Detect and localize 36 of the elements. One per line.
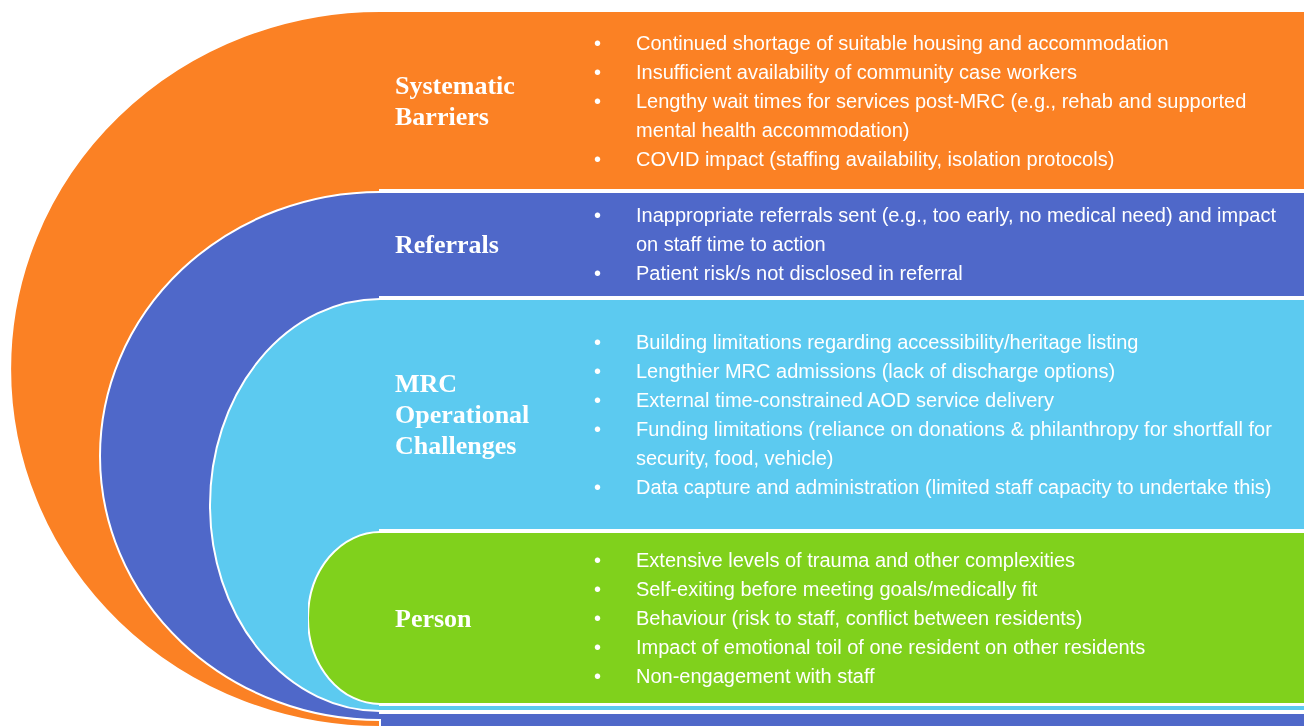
bullet-mark: • — [594, 664, 601, 687]
bullet-item: Impact of emotional toil of one resident on other residents — [636, 634, 1146, 660]
bullet-item: Lengthy wait times for services post-MRC (e.g., rehab and supported mental health accommodation) — [636, 88, 1248, 143]
bullet-mark: • — [594, 60, 601, 83]
bullet-item: COVID impact (staffing availability, isolation protocols) — [636, 146, 1115, 172]
bullet-mark: • — [594, 31, 601, 54]
bullet-item: Self-exiting before meeting goals/medically fit — [636, 576, 1038, 602]
bullet-item: Lengthier MRC admissions (lack of discharge options) — [636, 358, 1116, 384]
bullet-item: Data capture and administration (limited staff capacity to undertake this) — [636, 474, 1272, 500]
bullet-mark: • — [594, 606, 601, 629]
bullet-mark: • — [594, 262, 601, 284]
bullet-mark: • — [594, 359, 601, 382]
bullet-mark: • — [594, 577, 601, 600]
category-heading: Referrals — [395, 229, 499, 260]
category-heading: Person — [395, 602, 472, 634]
bullet-item: Non-engagement with staff — [636, 663, 875, 689]
bullet-item: Extensive levels of trauma and other complexities — [636, 547, 1076, 573]
bullet-item: Funding limitations (reliance on donations & philanthropy for shortfall for security, food, vehicle) — [636, 416, 1273, 471]
bullet-item: Continued shortage of suitable housing and accommodation — [636, 30, 1169, 56]
category-heading: MRC Operational Challenges — [395, 368, 531, 461]
bullet-item: External time-constrained AOD service delivery — [636, 387, 1054, 413]
bullet-mark: • — [594, 204, 601, 226]
bullet-item: Insufficient availability of community case workers — [636, 59, 1077, 85]
bullet-mark: • — [594, 330, 601, 353]
bullet-item: Patient risk/s not disclosed in referral — [636, 261, 963, 286]
bullet-mark: • — [594, 89, 601, 112]
bullet-mark: • — [594, 635, 601, 658]
bullet-mark: • — [594, 417, 601, 440]
bullet-mark: • — [594, 548, 601, 571]
bullet-mark: • — [594, 147, 601, 170]
bullet-item: Behaviour (risk to staff, conflict between residents) — [636, 605, 1083, 631]
bullet-item: Inappropriate referrals sent (e.g., too early, no medical need) and impact on staff time to action — [636, 203, 1277, 257]
bullet-item: Building limitations regarding accessibility/heritage listing — [636, 329, 1139, 355]
bullet-mark: • — [594, 388, 601, 411]
bullet-mark: • — [594, 475, 601, 498]
category-heading: Systematic Barriers — [395, 70, 516, 132]
